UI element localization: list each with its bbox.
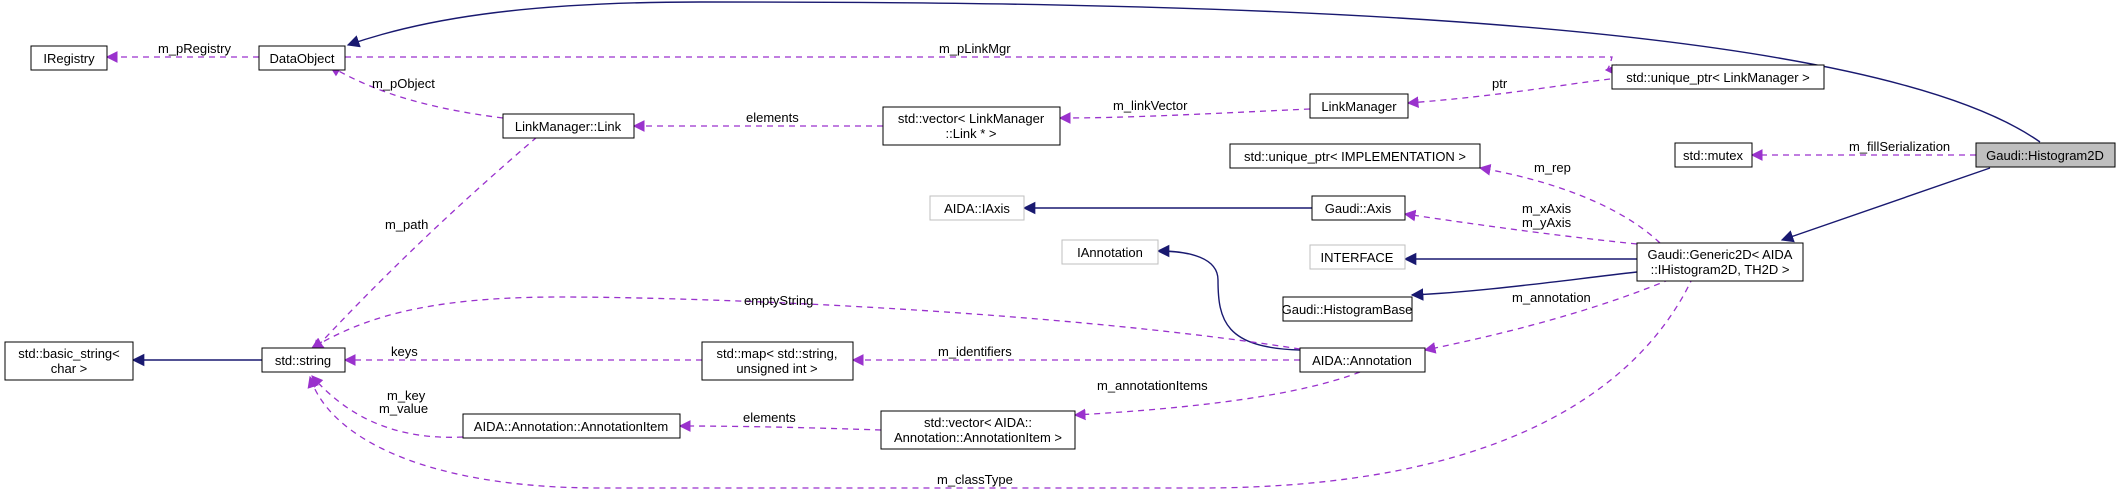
edge-m-plinkmgr	[345, 56, 1617, 76]
node-iregistry[interactable]: IRegistry	[30, 45, 108, 71]
edge-m-linkvector	[1058, 108, 1311, 124]
edge-ptr	[1406, 78, 1611, 109]
node-histogram-base[interactable]: Gaudi::HistogramBase	[1282, 296, 1413, 322]
label-m-plinkmgr: m_pLinkMgr	[939, 41, 1011, 56]
edge-m-pobject	[328, 65, 504, 119]
node-basic-string-label-1: std::basic_string<	[18, 346, 120, 361]
node-dataobject-label: DataObject	[269, 51, 334, 66]
node-dataobject[interactable]: DataObject	[258, 45, 346, 71]
node-aida-annotation-label: AIDA::Annotation	[1312, 353, 1412, 368]
node-basic-string-label-2: char >	[51, 361, 88, 376]
node-annotation-item-label: AIDA::Annotation::AnnotationItem	[474, 419, 668, 434]
node-generic2d[interactable]: Gaudi::Generic2D< AIDA ::IHistogram2D, T…	[1636, 242, 1804, 282]
node-interface-label: INTERFACE	[1321, 250, 1394, 265]
node-map-string-label-2: unsigned int >	[736, 361, 817, 376]
node-iregistry-label: IRegistry	[43, 51, 95, 66]
node-histogram2d[interactable]: Gaudi::Histogram2D	[1975, 142, 2116, 168]
node-gaudi-axis[interactable]: Gaudi::Axis	[1311, 195, 1406, 221]
node-histogram2d-label: Gaudi::Histogram2D	[1986, 148, 2104, 163]
edge-labels: m_pRegistry m_pLinkMgr ptr m_pObject ele…	[158, 41, 1950, 487]
label-m-linkvector: m_linkVector	[1113, 98, 1188, 113]
node-std-string[interactable]: std::string	[261, 347, 346, 373]
label-m-annotation: m_annotation	[1512, 290, 1591, 305]
node-linkmanager[interactable]: LinkManager	[1309, 93, 1409, 119]
node-map-string[interactable]: std::map< std::string, unsigned int >	[701, 341, 854, 381]
edge-m-annotation	[1423, 274, 1681, 354]
node-mutex-label: std::mutex	[1683, 148, 1743, 163]
edge-m-classtype	[307, 276, 1694, 489]
nodes: IRegistry DataObject std::unique_ptr< Li…	[4, 45, 2116, 450]
node-iannotation-label: IAnnotation	[1077, 245, 1143, 260]
label-m-yaxis: m_yAxis	[1522, 215, 1572, 230]
label-m-value: m_value	[379, 401, 428, 416]
label-elements-ann: elements	[743, 410, 796, 425]
node-linkmanager-link[interactable]: LinkManager::Link	[502, 113, 635, 139]
label-m-identifiers: m_identifiers	[938, 344, 1012, 359]
label-m-key: m_key	[387, 388, 426, 403]
node-linkmanager-link-label: LinkManager::Link	[515, 119, 622, 134]
node-interface[interactable]: INTERFACE	[1309, 244, 1406, 270]
node-map-string-label-1: std::map< std::string,	[716, 346, 837, 361]
label-m-classtype: m_classType	[937, 472, 1013, 487]
node-unique-ptr-linkmanager[interactable]: std::unique_ptr< LinkManager >	[1611, 64, 1825, 90]
node-basic-string[interactable]: std::basic_string< char >	[4, 341, 134, 381]
label-m-pregistry: m_pRegistry	[158, 41, 231, 56]
node-vector-link-label-1: std::vector< LinkManager	[898, 111, 1045, 126]
node-vector-link-label-2: ::Link * >	[946, 126, 997, 141]
node-unique-ptr-implementation[interactable]: std::unique_ptr< IMPLEMENTATION >	[1229, 143, 1481, 169]
node-vector-link[interactable]: std::vector< LinkManager ::Link * >	[882, 106, 1061, 146]
edge-annotation-to-iannotation	[1156, 244, 1301, 351]
label-ptr: ptr	[1492, 76, 1508, 91]
edge-m-path	[312, 136, 538, 352]
node-annotation-item[interactable]: AIDA::Annotation::AnnotationItem	[462, 413, 681, 439]
node-mutex[interactable]: std::mutex	[1674, 142, 1753, 168]
node-histogram-base-label: Gaudi::HistogramBase	[1282, 302, 1413, 317]
node-vector-annotation-item[interactable]: std::vector< AIDA:: Annotation::Annotati…	[880, 410, 1076, 450]
label-m-pobject: m_pObject	[372, 76, 435, 91]
node-gaudi-axis-label: Gaudi::Axis	[1325, 201, 1392, 216]
node-aida-annotation[interactable]: AIDA::Annotation	[1299, 347, 1426, 373]
label-emptystring: emptyString	[744, 293, 813, 308]
label-keys: keys	[391, 344, 418, 359]
node-vector-annotation-item-label-1: std::vector< AIDA::	[924, 415, 1032, 430]
node-iaxis-label: AIDA::IAxis	[944, 201, 1010, 216]
node-linkmanager-label: LinkManager	[1321, 99, 1397, 114]
label-m-xaxis: m_xAxis	[1522, 201, 1572, 216]
label-m-path: m_path	[385, 217, 428, 232]
edge-elements-ann	[678, 420, 882, 432]
node-iaxis[interactable]: AIDA::IAxis	[929, 195, 1025, 221]
node-generic2d-label-2: ::IHistogram2D, TH2D >	[1651, 262, 1790, 277]
node-std-string-label: std::string	[275, 353, 331, 368]
usage-edges	[105, 51, 1976, 489]
label-m-fillserialization: m_fillSerialization	[1849, 139, 1950, 154]
edge-histogram2d-to-generic2d	[1780, 167, 1991, 243]
node-iannotation[interactable]: IAnnotation	[1061, 239, 1159, 265]
node-vector-annotation-item-label-2: Annotation::AnnotationItem >	[894, 430, 1062, 445]
edge-m-annotationitems	[1073, 371, 1361, 421]
label-m-annotationitems: m_annotationItems	[1097, 378, 1208, 393]
edge-m-key-value	[311, 375, 464, 438]
edge-m-axis	[1403, 209, 1638, 245]
edge-m-rep	[1478, 164, 1661, 244]
label-elements-link: elements	[746, 110, 799, 125]
inheritance-edges	[131, 1, 2041, 367]
edge-generic2d-to-histbase	[1410, 271, 1638, 301]
node-unique-ptr-implementation-label: std::unique_ptr< IMPLEMENTATION >	[1244, 149, 1466, 164]
label-m-rep: m_rep	[1534, 160, 1571, 175]
node-generic2d-label-1: Gaudi::Generic2D< AIDA	[1648, 247, 1793, 262]
node-unique-ptr-linkmanager-label: std::unique_ptr< LinkManager >	[1626, 70, 1810, 85]
